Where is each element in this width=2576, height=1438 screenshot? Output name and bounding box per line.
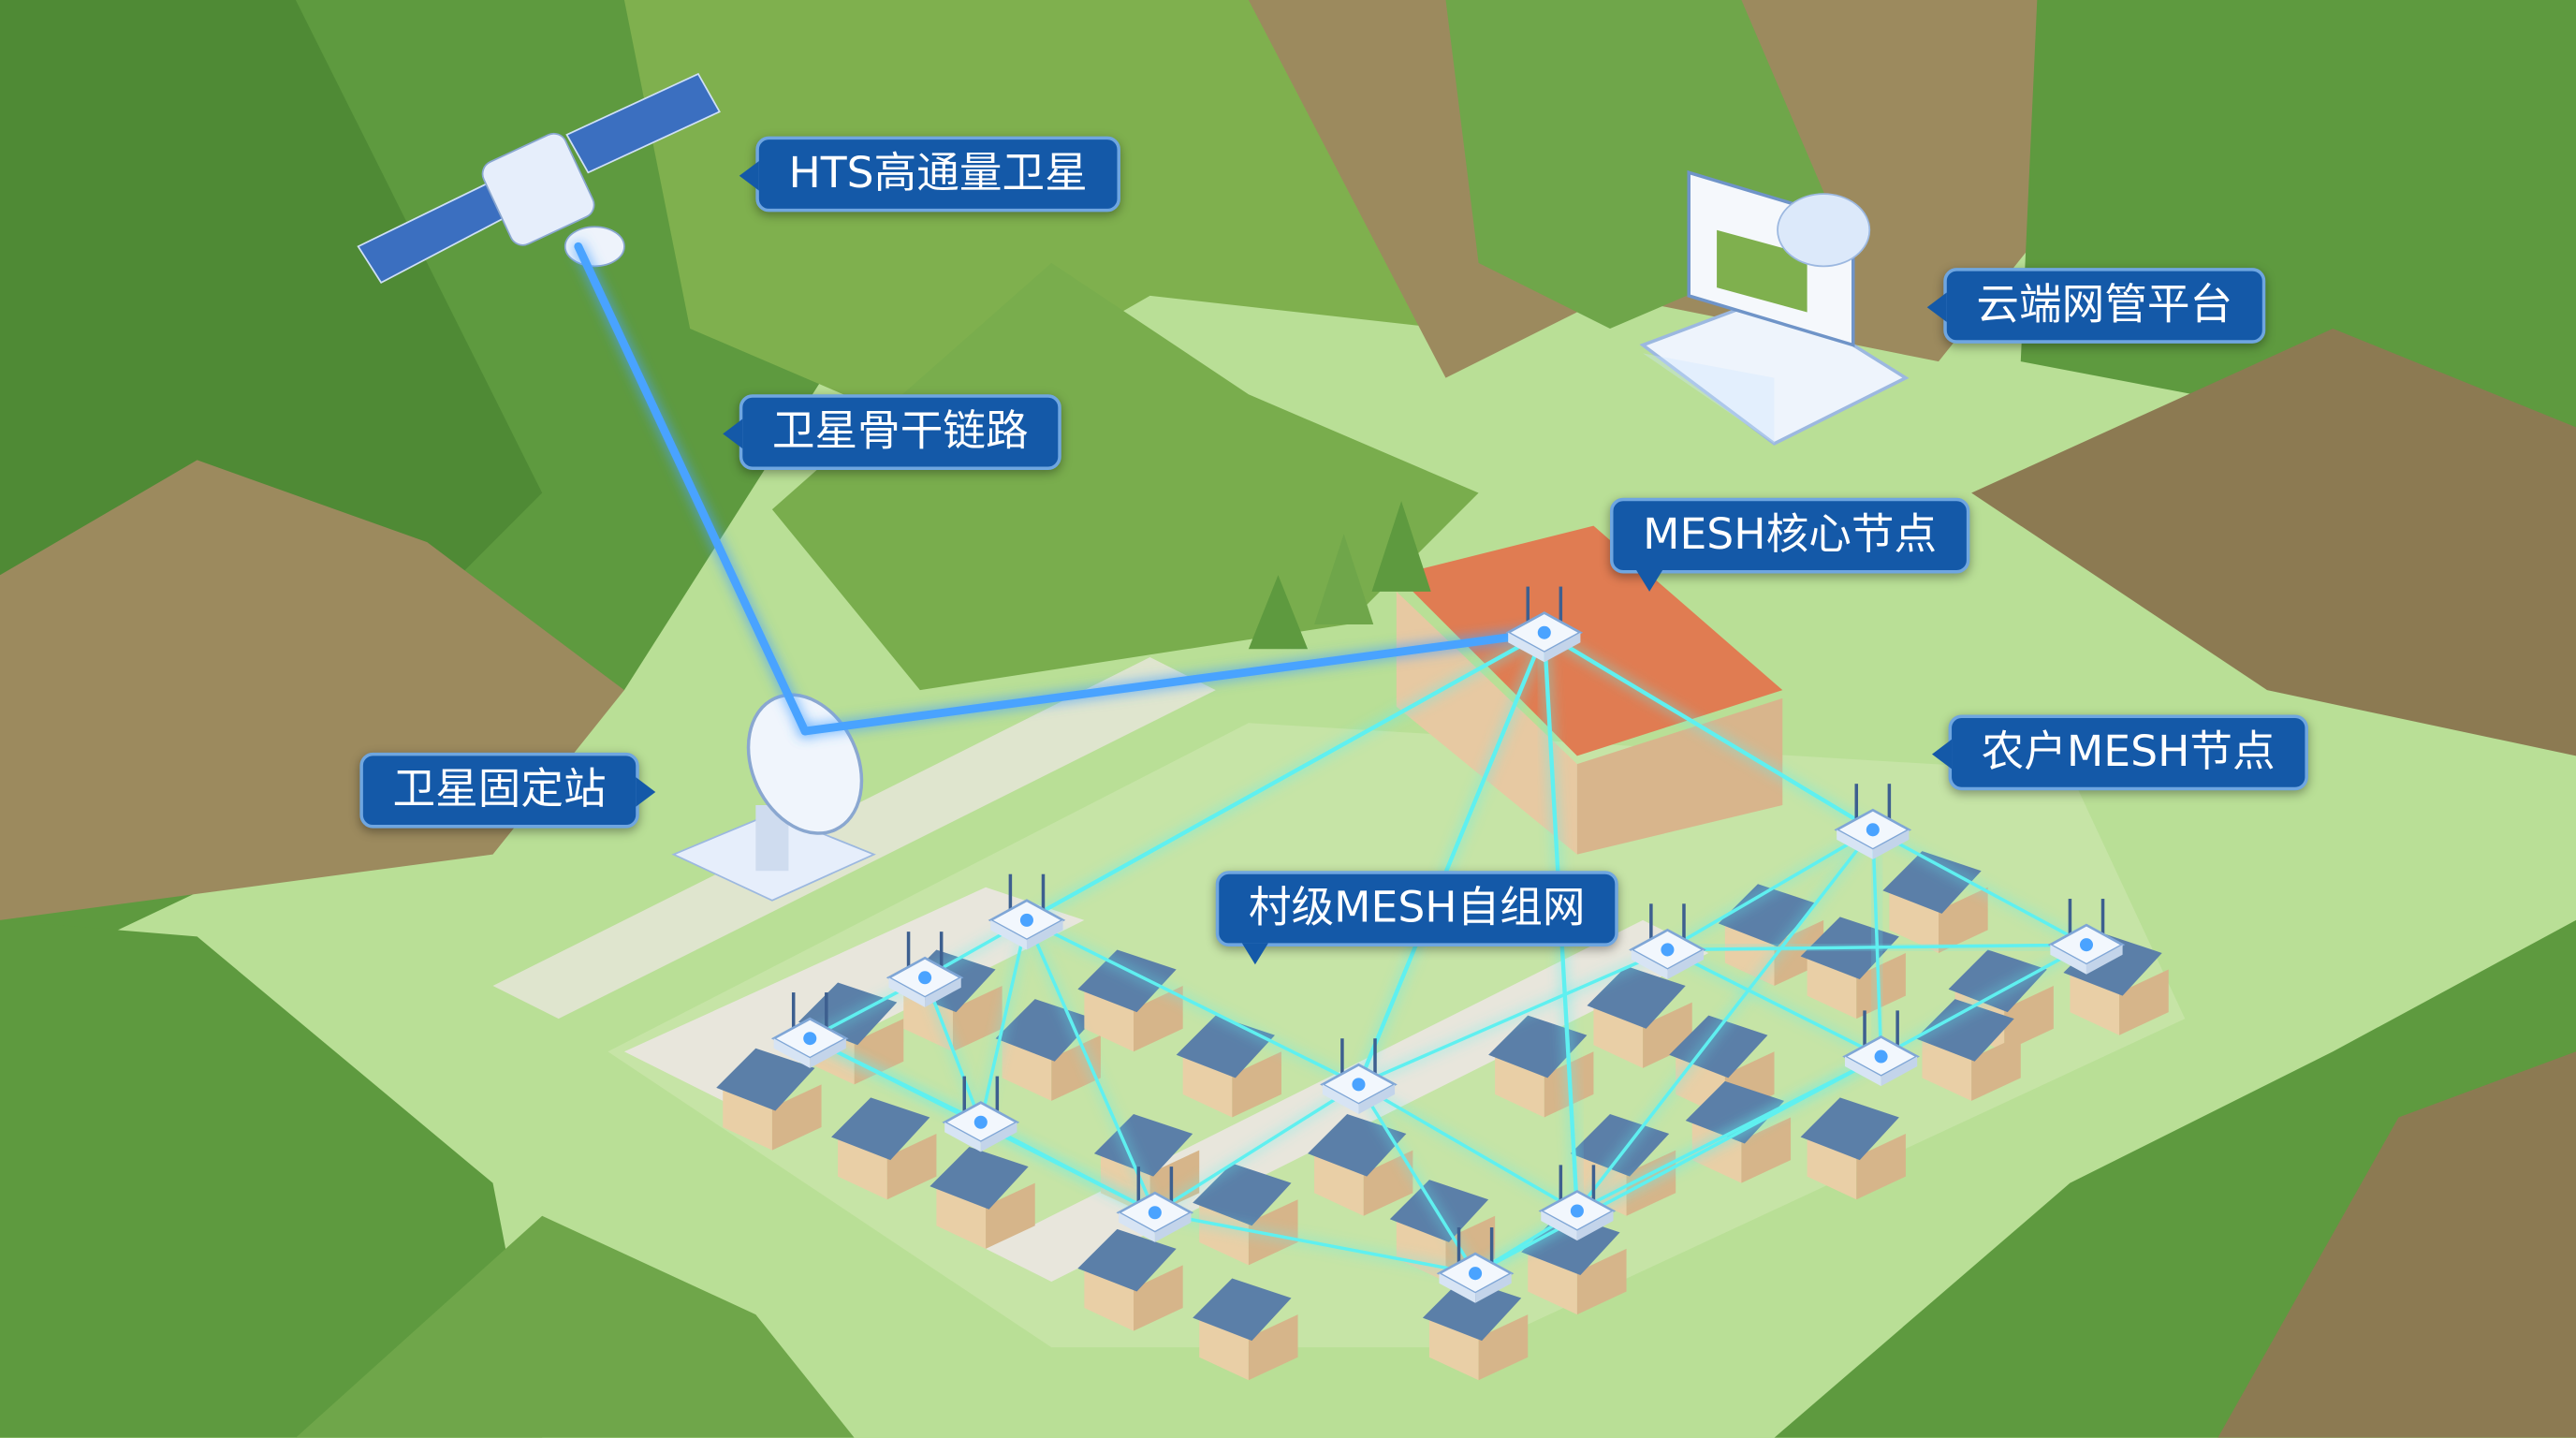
house bbox=[1308, 1113, 1413, 1216]
house bbox=[1882, 851, 1988, 953]
house bbox=[831, 1097, 937, 1200]
mesh-nodes bbox=[770, 586, 2126, 1303]
farm-node-label: 农户MESH节点 bbox=[1932, 714, 2308, 791]
house bbox=[1193, 1163, 1298, 1266]
core-mesh-link bbox=[1024, 630, 1546, 923]
mesh-link bbox=[1153, 1082, 1361, 1215]
backbone-link-label: 卫星骨干链路 bbox=[723, 394, 1061, 470]
house bbox=[716, 1048, 822, 1151]
house bbox=[1176, 1015, 1281, 1118]
mesh-link bbox=[1025, 918, 1361, 1087]
mesh-link bbox=[1356, 1082, 1579, 1213]
mesh-link bbox=[1025, 918, 1157, 1215]
farm-mesh-router-icon bbox=[942, 1076, 1020, 1152]
mesh-link bbox=[1871, 828, 2088, 946]
satellite-backbone-beam bbox=[574, 242, 810, 736]
house bbox=[1422, 1278, 1529, 1381]
house bbox=[1587, 965, 1692, 1068]
farm-mesh-router-icon bbox=[1436, 1227, 1515, 1303]
farm-mesh-router-icon bbox=[770, 992, 849, 1068]
farm-mesh-router-icon bbox=[1842, 1010, 1920, 1087]
mesh-link bbox=[1356, 1082, 1477, 1275]
farm-mesh-router-icon bbox=[1834, 784, 1912, 859]
mesh-link bbox=[1665, 943, 2088, 952]
farm-mesh-router-icon bbox=[886, 932, 964, 1007]
trees bbox=[1248, 501, 1431, 650]
mesh-link bbox=[1575, 828, 1875, 1213]
farm-mesh-router-icon bbox=[1320, 1038, 1398, 1114]
house bbox=[1800, 1097, 1906, 1200]
village-houses bbox=[716, 851, 2169, 1381]
core-mesh-link bbox=[1542, 630, 1876, 832]
cloud-platform-label: 云端网管平台 bbox=[1926, 268, 2266, 344]
ground-station-label: 卫星固定站 bbox=[359, 752, 656, 829]
satellite-label: HTS高通量卫星 bbox=[739, 136, 1120, 213]
house bbox=[1718, 884, 1824, 987]
mesh-link bbox=[1665, 828, 1875, 952]
ground-to-core-beam bbox=[800, 628, 1549, 736]
mesh-link bbox=[1153, 1211, 1477, 1275]
house bbox=[1915, 999, 2021, 1101]
satellite bbox=[357, 72, 721, 285]
village-office-building bbox=[1396, 525, 1783, 855]
core-node-label: MESH核心节点 bbox=[1609, 497, 1970, 592]
farm-mesh-router-icon bbox=[1116, 1167, 1194, 1242]
farm-mesh-router-icon bbox=[1538, 1165, 1617, 1241]
mesh-link bbox=[1665, 947, 1883, 1059]
house bbox=[1077, 1228, 1183, 1331]
mesh-link bbox=[1879, 943, 2088, 1059]
house bbox=[1077, 949, 1183, 1052]
house bbox=[1685, 1080, 1792, 1183]
mesh-link bbox=[1356, 947, 1670, 1087]
mesh-link bbox=[1871, 828, 1883, 1059]
village-mesh-label: 村级MESH自组网 bbox=[1215, 871, 1618, 965]
house bbox=[1193, 1278, 1298, 1381]
core-mesh-router-icon bbox=[1505, 586, 1584, 663]
farm-mesh-router-icon bbox=[1629, 903, 1706, 980]
core-mesh-link bbox=[1356, 630, 1546, 1087]
house bbox=[929, 1147, 1035, 1249]
farm-mesh-router-icon bbox=[2047, 899, 2126, 975]
farm-mesh-router-icon bbox=[988, 873, 1066, 950]
mesh-link bbox=[1473, 1054, 1883, 1275]
mesh-link bbox=[979, 918, 1029, 1124]
